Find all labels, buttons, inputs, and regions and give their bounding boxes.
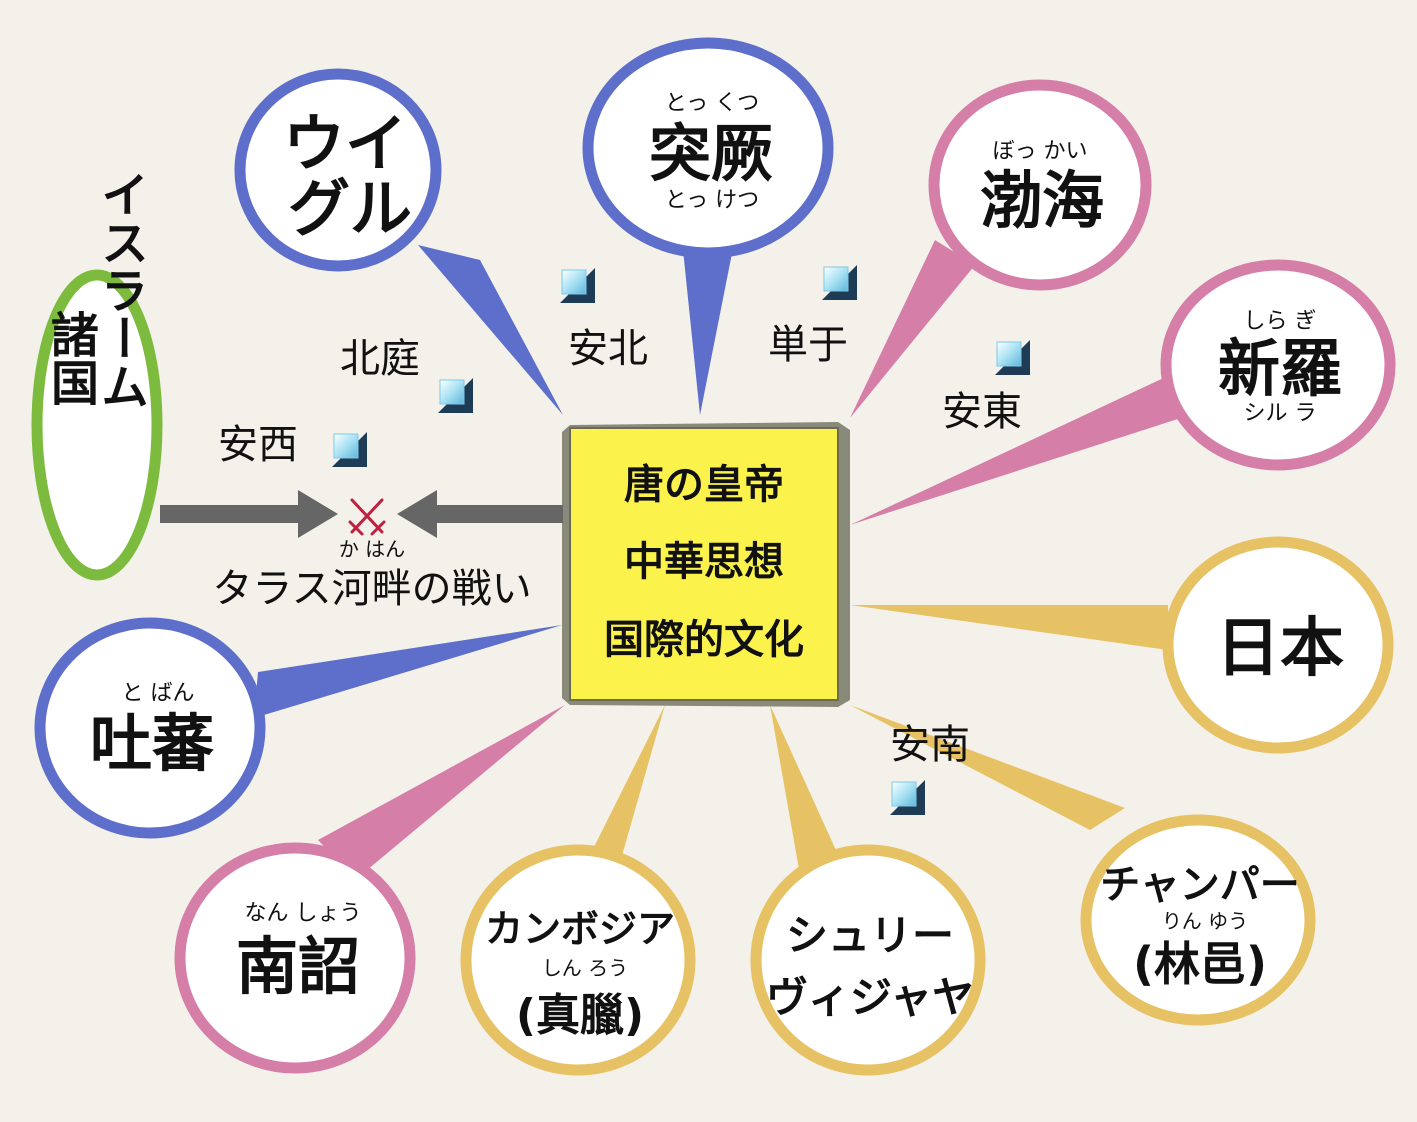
- protectorate-anto: 安東: [942, 389, 1022, 435]
- gem-marker-anzai: [332, 432, 367, 467]
- shiragi-ruby-top: しら ぎ: [1244, 309, 1317, 334]
- battle-ruby: か はん: [339, 537, 405, 561]
- cambodia-balloon: カンボジア しん ろう (真臘): [460, 844, 696, 1076]
- center-box: 唐の皇帝 中華思想 国際的文化: [562, 422, 850, 707]
- toban-pointer: [254, 625, 562, 718]
- tokketsu-ruby-bottom: とっ けつ: [665, 188, 759, 213]
- protectorate-anpoku: 安北: [568, 326, 648, 372]
- center-line-1: 唐の皇帝: [624, 462, 784, 508]
- islam-balloon: イスラーム 諸国: [31, 170, 163, 581]
- champa-ruby: りん ゆう: [1162, 909, 1248, 933]
- cambodia-ruby: しん ろう: [542, 956, 628, 980]
- bokkai-balloon: ぼっ かい 渤海: [928, 79, 1152, 291]
- bokkai-label: 渤海: [980, 164, 1104, 237]
- gem-marker-anpoku: [560, 268, 595, 303]
- champa-balloon: チャンパー りん ゆう (林邑): [1080, 814, 1316, 1026]
- nihon-label: 日本: [1216, 612, 1344, 686]
- srivijaya-balloon: シュリー ヴィジャヤ: [750, 844, 986, 1076]
- nansho-balloon: なん しょう 南詔: [174, 842, 416, 1074]
- shiragi-balloon: しら ぎ 新羅 シル ラ: [1160, 259, 1396, 471]
- shiragi-label: 新羅: [1218, 332, 1342, 405]
- arrow-from-tang: [397, 490, 563, 538]
- cambodia-label-line1: カンボジア: [485, 907, 675, 951]
- nansho-ruby: なん しょう: [245, 901, 362, 926]
- shiragi-pointer: [850, 375, 1190, 525]
- toban-ruby: と ばん: [122, 681, 195, 706]
- center-line-2: 中華思想: [624, 539, 784, 585]
- nansho-pointer: [318, 705, 565, 880]
- protectorate-zenu: 単于: [768, 322, 848, 368]
- protectorate-anzai: 安西: [218, 422, 298, 468]
- srivijaya-pointer: [770, 705, 845, 875]
- srivijaya-label-line2: ヴィジャヤ: [766, 973, 974, 1022]
- srivijaya-label-line1: シュリー: [786, 911, 954, 960]
- toban-balloon: と ばん 吐蕃: [34, 617, 266, 839]
- tokketsu-pointer: [682, 238, 735, 415]
- uighur-balloon: ウイ グル: [234, 68, 442, 272]
- cambodia-label-line2: (真臘): [516, 990, 644, 1041]
- protectorate-annan: 安南: [890, 722, 970, 768]
- gem-marker-hokutei: [438, 378, 473, 413]
- tokketsu-label: 突厥: [649, 117, 773, 190]
- champa-pointer: [850, 705, 1125, 830]
- bokkai-ruby: ぼっ かい: [993, 139, 1088, 164]
- nansho-label: 南詔: [236, 930, 360, 1003]
- bokkai-pointer: [850, 240, 975, 418]
- arrow-from-islam: [160, 490, 338, 538]
- champa-label-line2: (林邑): [1133, 937, 1267, 991]
- toban-label: 吐蕃: [90, 707, 214, 780]
- uighur-pointer: [418, 245, 563, 415]
- champa-label-line1: チャンパー: [1100, 862, 1300, 908]
- cambodia-pointer: [575, 705, 665, 885]
- crossed-swords-icon: [348, 498, 386, 536]
- islam-label-line1: イスラーム: [92, 170, 148, 410]
- uighur-label-line2: グル: [288, 172, 412, 245]
- islam-label-line2: 諸国: [42, 310, 98, 406]
- tokketsu-balloon: とっ くつ 突厥 とっ けつ: [582, 37, 834, 259]
- uighur-label-line1: ウイ: [283, 107, 407, 180]
- shiragi-ruby-bottom: シル ラ: [1244, 401, 1317, 426]
- nihon-pointer: [850, 605, 1168, 650]
- tokketsu-ruby-top: とっ くつ: [665, 91, 759, 116]
- gem-marker-zenu: [822, 265, 857, 300]
- protectorate-hokutei: 北庭: [340, 336, 420, 382]
- center-line-3: 国際的文化: [604, 617, 804, 663]
- battle-label: タラス河畔の戦い: [212, 566, 531, 612]
- gem-marker-anto: [995, 340, 1030, 375]
- gem-marker-annan: [890, 780, 925, 815]
- nihon-balloon: 日本: [1162, 536, 1394, 754]
